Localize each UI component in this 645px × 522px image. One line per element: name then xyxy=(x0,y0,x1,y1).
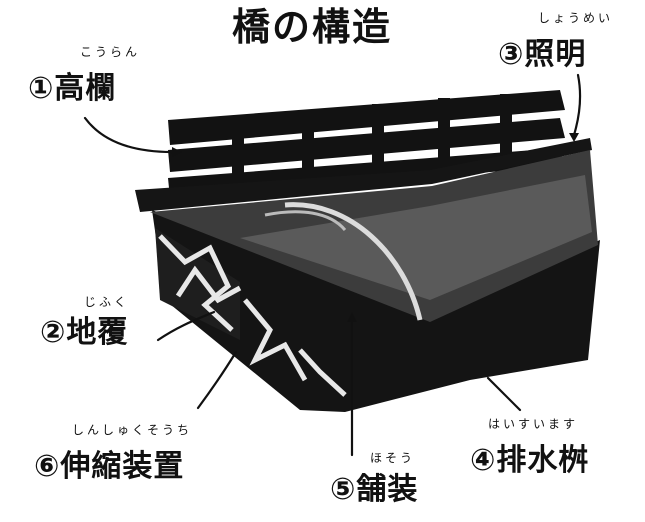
deck-curb xyxy=(135,138,592,212)
pavement-lane xyxy=(240,175,592,300)
label-haisuimasu: ④排水桝 xyxy=(470,443,590,478)
label-shinshuku: ⑥伸縮装置 xyxy=(34,449,185,484)
girder-body xyxy=(152,210,600,412)
furigana-shomei: しょうめい xyxy=(538,11,614,25)
label-shomei: ③照明 xyxy=(498,37,587,72)
label-koran: ①高欄 xyxy=(28,71,117,106)
arrow-shomei xyxy=(572,73,582,137)
furigana-shinshuku: しんしゅくそうち xyxy=(72,423,193,437)
furigana-koran: こうらん xyxy=(80,45,141,59)
diagram-title: 橋の構造 xyxy=(232,5,393,49)
arrow-shinshuku xyxy=(196,350,238,410)
light-pole xyxy=(284,202,423,321)
label-jifuku: ②地覆 xyxy=(40,315,129,350)
furigana-hoso: ほそう xyxy=(370,451,416,465)
arrow-jifuku xyxy=(156,310,216,342)
label-hoso: ⑤舗装 xyxy=(330,472,419,507)
furigana-haisuimasu: はいすいます xyxy=(488,417,579,431)
furigana-jifuku: じふく xyxy=(84,295,130,309)
arrow-heads xyxy=(172,133,579,322)
arrow-koran xyxy=(83,116,174,154)
truss-bracing xyxy=(158,234,347,397)
leader-lines xyxy=(83,73,582,457)
arrow-haisuimasu xyxy=(486,376,522,412)
